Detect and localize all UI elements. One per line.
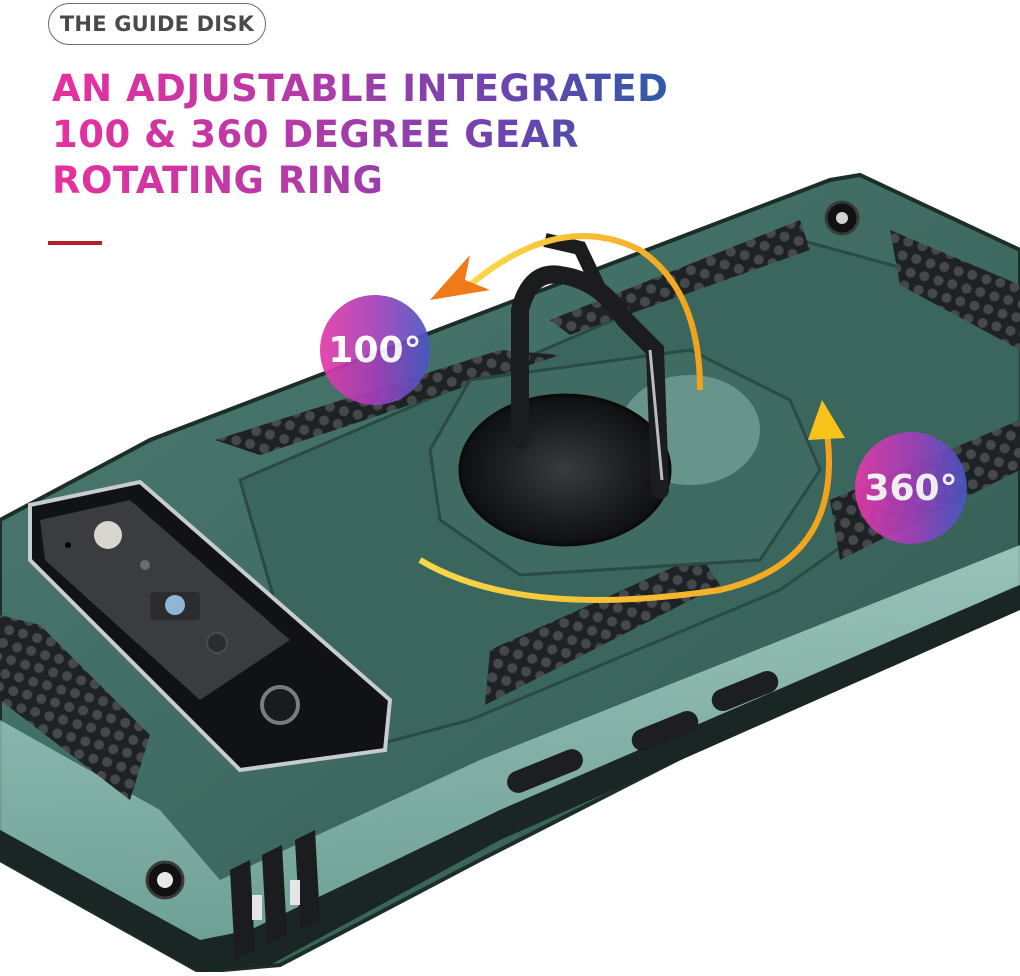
headline: AN ADJUSTABLE INTEGRATED 100 & 360 DEGRE… (52, 66, 668, 204)
accent-divider (48, 241, 102, 245)
rotate-arrow-360 (418, 419, 832, 603)
headline-line-2: 100 & 360 DEGREE GEAR (52, 112, 668, 158)
arrow-head-icon (808, 400, 845, 440)
flash-icon (94, 521, 122, 549)
grip-panel (485, 555, 720, 705)
grip-panel (890, 230, 1020, 350)
port-cover (230, 830, 320, 960)
grip-panel (0, 615, 150, 800)
ring-disk (458, 393, 672, 547)
rotate-arrow-100 (468, 233, 703, 391)
section-label: THE GUIDE DISK (48, 3, 266, 45)
headline-line-1: AN ADJUSTABLE INTEGRATED (52, 67, 669, 110)
kickstand-ring (511, 265, 669, 499)
camera-lens-icon (260, 685, 300, 725)
badge-100-degrees: 100° (320, 295, 430, 405)
side-buttons (507, 671, 779, 793)
headline-line-3: ROTATING RING (52, 158, 668, 204)
arrow-head-icon (430, 255, 490, 300)
badge-360-degrees: 360° (855, 432, 967, 544)
camera-module (28, 479, 393, 773)
